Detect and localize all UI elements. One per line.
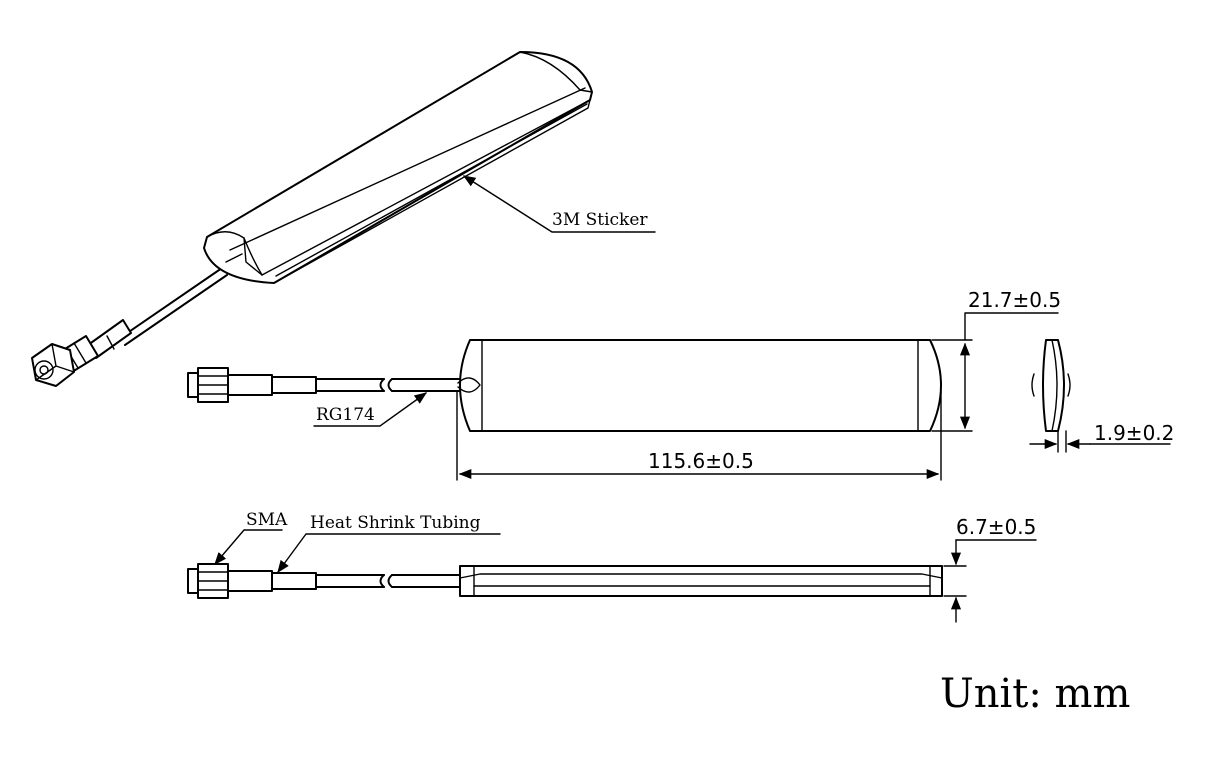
connector-label: SMA — [246, 510, 288, 530]
side-view: 6.7±0.5 — [187, 515, 1037, 623]
dim-length-label: 115.6±0.5 — [648, 449, 754, 473]
iso-antenna-body — [203, 51, 593, 284]
iso-sma-connector — [31, 335, 99, 387]
unit-note: Unit: mm — [940, 671, 1130, 717]
connector-leader: SMA — [214, 510, 288, 565]
isometric-view — [31, 51, 593, 387]
dim-height-label: 6.7±0.5 — [956, 515, 1036, 539]
top-view — [187, 339, 942, 432]
sticker-leader: 3M Sticker — [462, 175, 656, 233]
tubing-leader: Heat Shrink Tubing — [277, 513, 501, 574]
sticker-label: 3M Sticker — [552, 210, 648, 230]
cable-label: RG174 — [316, 405, 375, 425]
dim-width: 21.7±0.5 — [931, 288, 1061, 432]
iso-cable — [119, 267, 228, 346]
dim-length: 115.6±0.5 — [456, 391, 942, 481]
dim-thickness-label: 1.9±0.2 — [1094, 421, 1174, 445]
tubing-label: Heat Shrink Tubing — [310, 513, 481, 533]
side-end-view: 1.9±0.2 — [1029, 339, 1174, 453]
cable-leader: RG174 — [313, 392, 428, 427]
dim-width-label: 21.7±0.5 — [968, 288, 1061, 312]
